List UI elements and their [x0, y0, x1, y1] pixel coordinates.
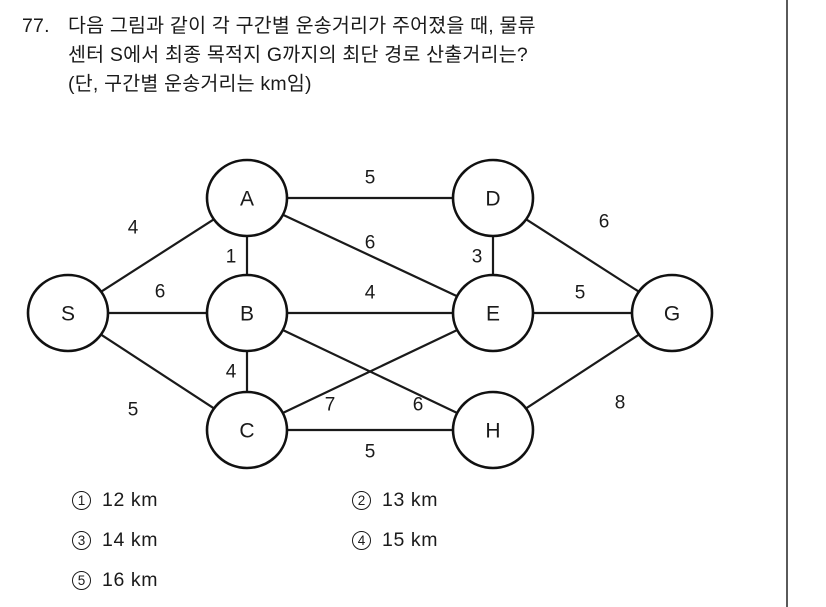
choice-marker-1: 1 — [72, 490, 91, 510]
answer-choice-5[interactable]: 5 16 km — [72, 569, 158, 591]
graph-edge-layer — [99, 196, 641, 432]
page-margin-rule — [786, 0, 788, 607]
choice-marker-4: 4 — [352, 530, 371, 550]
answer-choice-1[interactable]: 1 12 km — [72, 489, 158, 511]
edge-weight-e-g: 5 — [575, 283, 586, 304]
choice-marker-5: 5 — [72, 570, 91, 590]
node-circle-c — [205, 390, 289, 470]
choice-marker-3: 3 — [72, 530, 91, 550]
node-circle-h — [451, 390, 535, 470]
choice-text-5: 16 km — [102, 569, 159, 591]
graph-node-h[interactable]: H — [451, 390, 535, 470]
node-circle-a — [205, 158, 289, 238]
edge-weight-b-e: 4 — [365, 283, 376, 304]
answer-choice-3[interactable]: 3 14 km — [72, 529, 158, 551]
question-text-line-1: 다음 그림과 같이 각 구간별 운송거리가 주어졌을 때, 물류 — [68, 15, 536, 37]
node-label-s: S — [61, 303, 75, 326]
question-line-3: (단, 구간별 운송거리는 km임) — [22, 70, 762, 99]
question-text-line-2: 센터 S에서 최종 목적지 G까지의 최단 경로 산출거리는? — [68, 44, 528, 66]
edge-weight-a-e: 6 — [365, 233, 376, 254]
graph-node-e[interactable]: E — [451, 273, 535, 353]
node-label-e: E — [486, 303, 500, 326]
question-line-1: 77. 다음 그림과 같이 각 구간별 운송거리가 주어졌을 때, 물류 — [22, 12, 762, 41]
node-label-c: C — [239, 420, 254, 443]
graph-node-d[interactable]: D — [451, 158, 535, 238]
graph-edge-s-a — [100, 218, 215, 293]
graph-svg: S A B C D E H G 4 6 5 1 5 6 4 4 7 6 5 3 6 5 8 — [26, 158, 714, 470]
question-number: 77. — [22, 15, 50, 37]
edge-weight-b-h: 7 — [325, 395, 336, 416]
answer-choice-4[interactable]: 4 15 km — [352, 529, 438, 551]
graph-edge-a-e — [281, 213, 459, 298]
edge-weight-s-a: 4 — [128, 218, 139, 239]
node-circle-d — [451, 158, 535, 238]
choice-marker-2: 2 — [352, 490, 371, 510]
graph-node-c[interactable]: C — [205, 390, 289, 470]
answer-choice-list: 1 12 km 2 13 km 3 14 km 4 15 km 5 16 km — [0, 487, 786, 597]
edge-weight-b-c: 4 — [226, 362, 237, 383]
edge-weight-s-b: 6 — [155, 282, 166, 303]
network-graph-figure: S A B C D E H G 4 6 5 1 5 6 4 4 7 6 5 3 6 5 8 — [0, 140, 786, 480]
answer-choice-2[interactable]: 2 13 km — [352, 489, 438, 511]
choice-text-1: 12 km — [102, 489, 159, 511]
node-label-b: B — [240, 303, 254, 326]
node-circle-e — [451, 273, 535, 353]
graph-node-b[interactable]: B — [205, 273, 289, 353]
graph-edge-h-g — [524, 333, 641, 410]
graph-edge-s-c — [99, 333, 216, 410]
node-label-g: G — [664, 303, 680, 326]
edge-weight-c-h: 5 — [365, 442, 376, 463]
node-label-a: A — [240, 188, 254, 211]
node-label-h: H — [485, 420, 500, 443]
node-circle-b — [205, 273, 289, 353]
node-circle-g — [630, 273, 714, 353]
question-text-line-3: (단, 구간별 운송거리는 km임) — [68, 73, 312, 95]
choice-text-3: 14 km — [102, 529, 159, 551]
graph-node-a[interactable]: A — [205, 158, 289, 238]
edge-weight-c-e: 6 — [413, 395, 424, 416]
question-line-2: 센터 S에서 최종 목적지 G까지의 최단 경로 산출거리는? — [22, 41, 762, 70]
choice-text-2: 13 km — [382, 489, 439, 511]
graph-edge-c-e — [281, 328, 459, 415]
graph-weight-layer: 4 6 5 1 5 6 4 4 7 6 5 3 6 5 8 — [128, 168, 626, 463]
graph-node-s[interactable]: S — [26, 273, 110, 353]
choice-text-4: 15 km — [382, 529, 439, 551]
graph-node-g[interactable]: G — [630, 273, 714, 353]
graph-edge-d-g — [525, 218, 640, 293]
edge-weight-h-g: 8 — [615, 393, 626, 414]
question-stem: 77. 다음 그림과 같이 각 구간별 운송거리가 주어졌을 때, 물류 센터 … — [22, 12, 762, 99]
node-circle-s — [26, 273, 110, 353]
node-label-d: D — [485, 188, 500, 211]
edge-weight-d-g: 6 — [599, 212, 610, 233]
graph-node-layer: S A B C D E H G — [26, 158, 714, 470]
edge-weight-a-d: 5 — [365, 168, 376, 189]
edge-weight-d-e: 3 — [472, 247, 483, 268]
edge-weight-a-b: 1 — [226, 247, 237, 268]
edge-weight-s-c: 5 — [128, 400, 139, 421]
